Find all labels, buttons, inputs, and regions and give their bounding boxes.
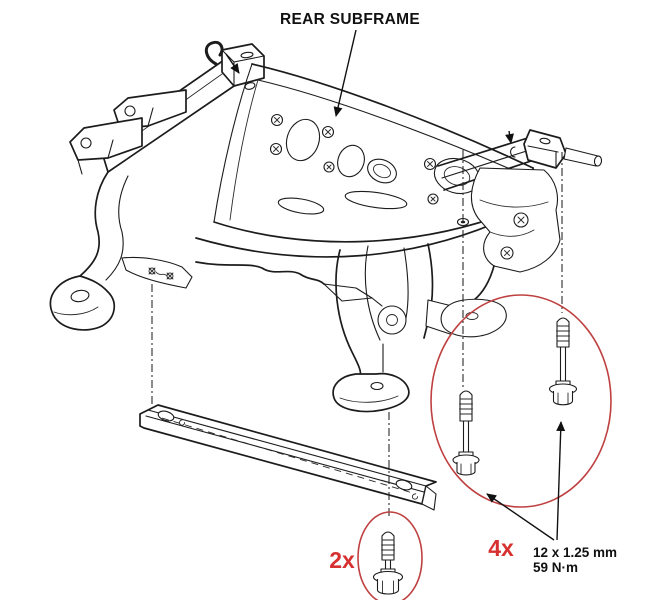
alignment-leader-lines xyxy=(151,150,563,516)
left-rail xyxy=(79,171,129,281)
rear-bolts-highlight-ellipse xyxy=(430,294,612,508)
bottom-rail xyxy=(195,261,383,307)
torque-spec-label: 12 x 1.25 mm 59 N·m xyxy=(533,545,617,575)
bar-hole xyxy=(395,479,413,491)
title-arrow xyxy=(333,29,357,117)
panel-cutout xyxy=(337,144,365,178)
lower-left-bracket xyxy=(121,256,193,289)
rear-subframe-drawing xyxy=(49,40,603,413)
front-left-mount-block xyxy=(204,40,265,87)
callout-rear-bolts: 4x xyxy=(430,294,612,561)
title-callout: REAR SUBFRAME xyxy=(225,11,420,117)
panel-cutout xyxy=(367,158,397,184)
callout-front-bolt: 2x xyxy=(329,511,423,600)
top-rail-hole xyxy=(244,82,256,90)
torque-text: 59 N·m xyxy=(533,560,578,575)
left-arm-brackets xyxy=(69,89,187,175)
right-bracket-assembly xyxy=(440,167,561,338)
panel-slot xyxy=(344,190,408,210)
bolt-rear-right xyxy=(548,317,578,406)
rear-bolt-arrow xyxy=(556,421,566,541)
bolt-rear-left xyxy=(452,390,480,476)
right-foot xyxy=(440,298,507,338)
front-quantity-label: 2x xyxy=(329,547,355,573)
rear-bolt-arrow xyxy=(486,493,555,541)
panel-cutout xyxy=(285,118,321,162)
center-foot xyxy=(332,372,410,413)
bushing-boss xyxy=(377,305,407,335)
rear-quantity-label: 4x xyxy=(488,535,514,561)
rail-tick-arrow xyxy=(505,130,514,144)
bolt-size-text: 12 x 1.25 mm xyxy=(533,545,617,560)
mount-rod xyxy=(563,147,599,167)
small-bolt-icon xyxy=(148,267,156,275)
bar-notch xyxy=(178,419,186,426)
left-mount-foot xyxy=(49,275,116,331)
bar-notch xyxy=(411,493,419,500)
hook-wire xyxy=(204,40,224,66)
diagram-title: REAR SUBFRAME xyxy=(280,11,420,28)
panel-slot xyxy=(277,197,325,215)
bolt-front xyxy=(372,531,404,595)
top-hole-arrow xyxy=(225,53,240,74)
stiffener-bar xyxy=(139,404,437,511)
front-bolt-highlight-ellipse xyxy=(357,511,423,600)
c-hole xyxy=(510,146,516,158)
